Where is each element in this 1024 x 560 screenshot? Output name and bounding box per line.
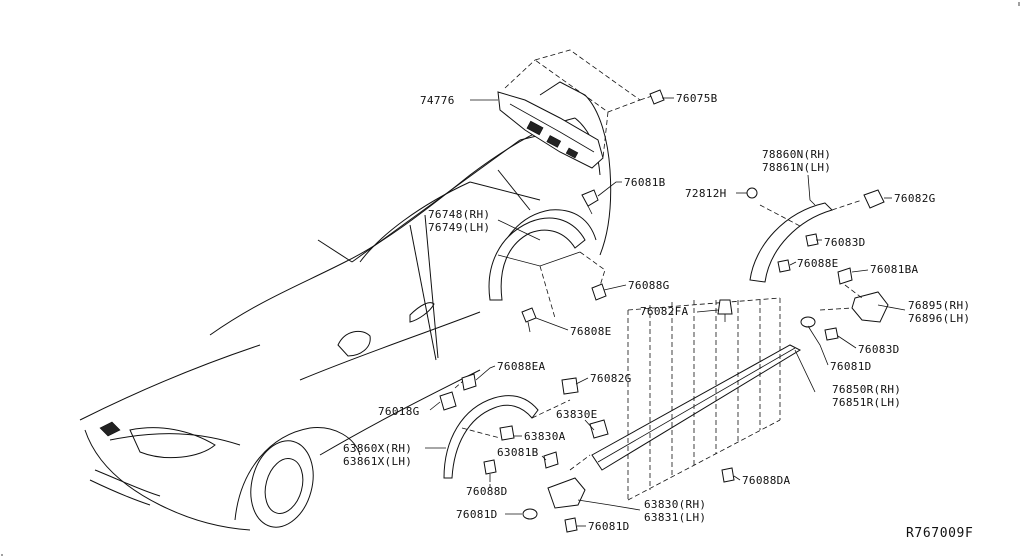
callout-63081b: 63081B <box>497 446 539 459</box>
callout-76088e: 76088E <box>797 257 839 270</box>
fasteners <box>439 89 885 533</box>
callout-63830e: 63830E <box>556 408 598 421</box>
callout-76088g: 76088G <box>628 279 670 292</box>
callout-76081d-low1: 76081D <box>456 508 498 521</box>
callout-74776: 74776 <box>420 94 455 107</box>
callout-76808e: 76808E <box>570 325 612 338</box>
callout-76082g-top: 76082G <box>894 192 936 205</box>
callout-76895: 76895(RH) 76896(LH) <box>908 299 977 325</box>
callout-76018g: 76018G <box>378 405 420 418</box>
upper-arch-molding-78860n <box>749 199 863 283</box>
callout-63860x: 63860X(RH) 63861X(LH) <box>343 442 419 468</box>
callout-63830: 63830(RH) 63831(LH) <box>644 498 713 524</box>
sill-molding-76850r <box>591 297 802 501</box>
callout-76088da: 76088DA <box>742 474 791 487</box>
callout-76081ba: 76081BA <box>870 263 919 276</box>
callout-63830a: 63830A <box>524 430 566 443</box>
callout-76075b: 76075B <box>676 92 718 105</box>
callout-76083d-mid: 76083D <box>858 343 900 356</box>
callout-76082fa: 76082FA <box>640 305 689 318</box>
callout-labels: 74776 76075B 76081B 76748(RH) 76749(LH) … <box>343 92 977 533</box>
callout-76748: 76748(RH) 76749(LH) <box>428 208 497 234</box>
rear-wheel-arch-molding <box>488 217 606 319</box>
leader-lines <box>425 97 906 527</box>
lower-bracket-63830 <box>547 454 591 509</box>
splash-guard-76895 <box>819 284 889 323</box>
callout-76850r: 76850R(RH) 76851R(LH) <box>832 383 908 409</box>
diagram-reference-code: R767009F <box>906 526 973 541</box>
callout-76083d-top: 76083D <box>824 236 866 249</box>
callout-76081d-low2: 76081D <box>588 520 630 533</box>
callout-76082g-low: 76082G <box>590 372 632 385</box>
callout-76088d: 76088D <box>466 485 508 498</box>
callout-76081b: 76081B <box>624 176 666 189</box>
rear-garnish-74776 <box>497 91 604 169</box>
callout-76088ea: 76088EA <box>497 360 546 373</box>
callout-76081d-right: 76081D <box>830 360 872 373</box>
callout-78860n: 78860N(RH) 78861N(LH) <box>762 148 838 174</box>
callout-72812h: 72812H <box>685 187 727 200</box>
